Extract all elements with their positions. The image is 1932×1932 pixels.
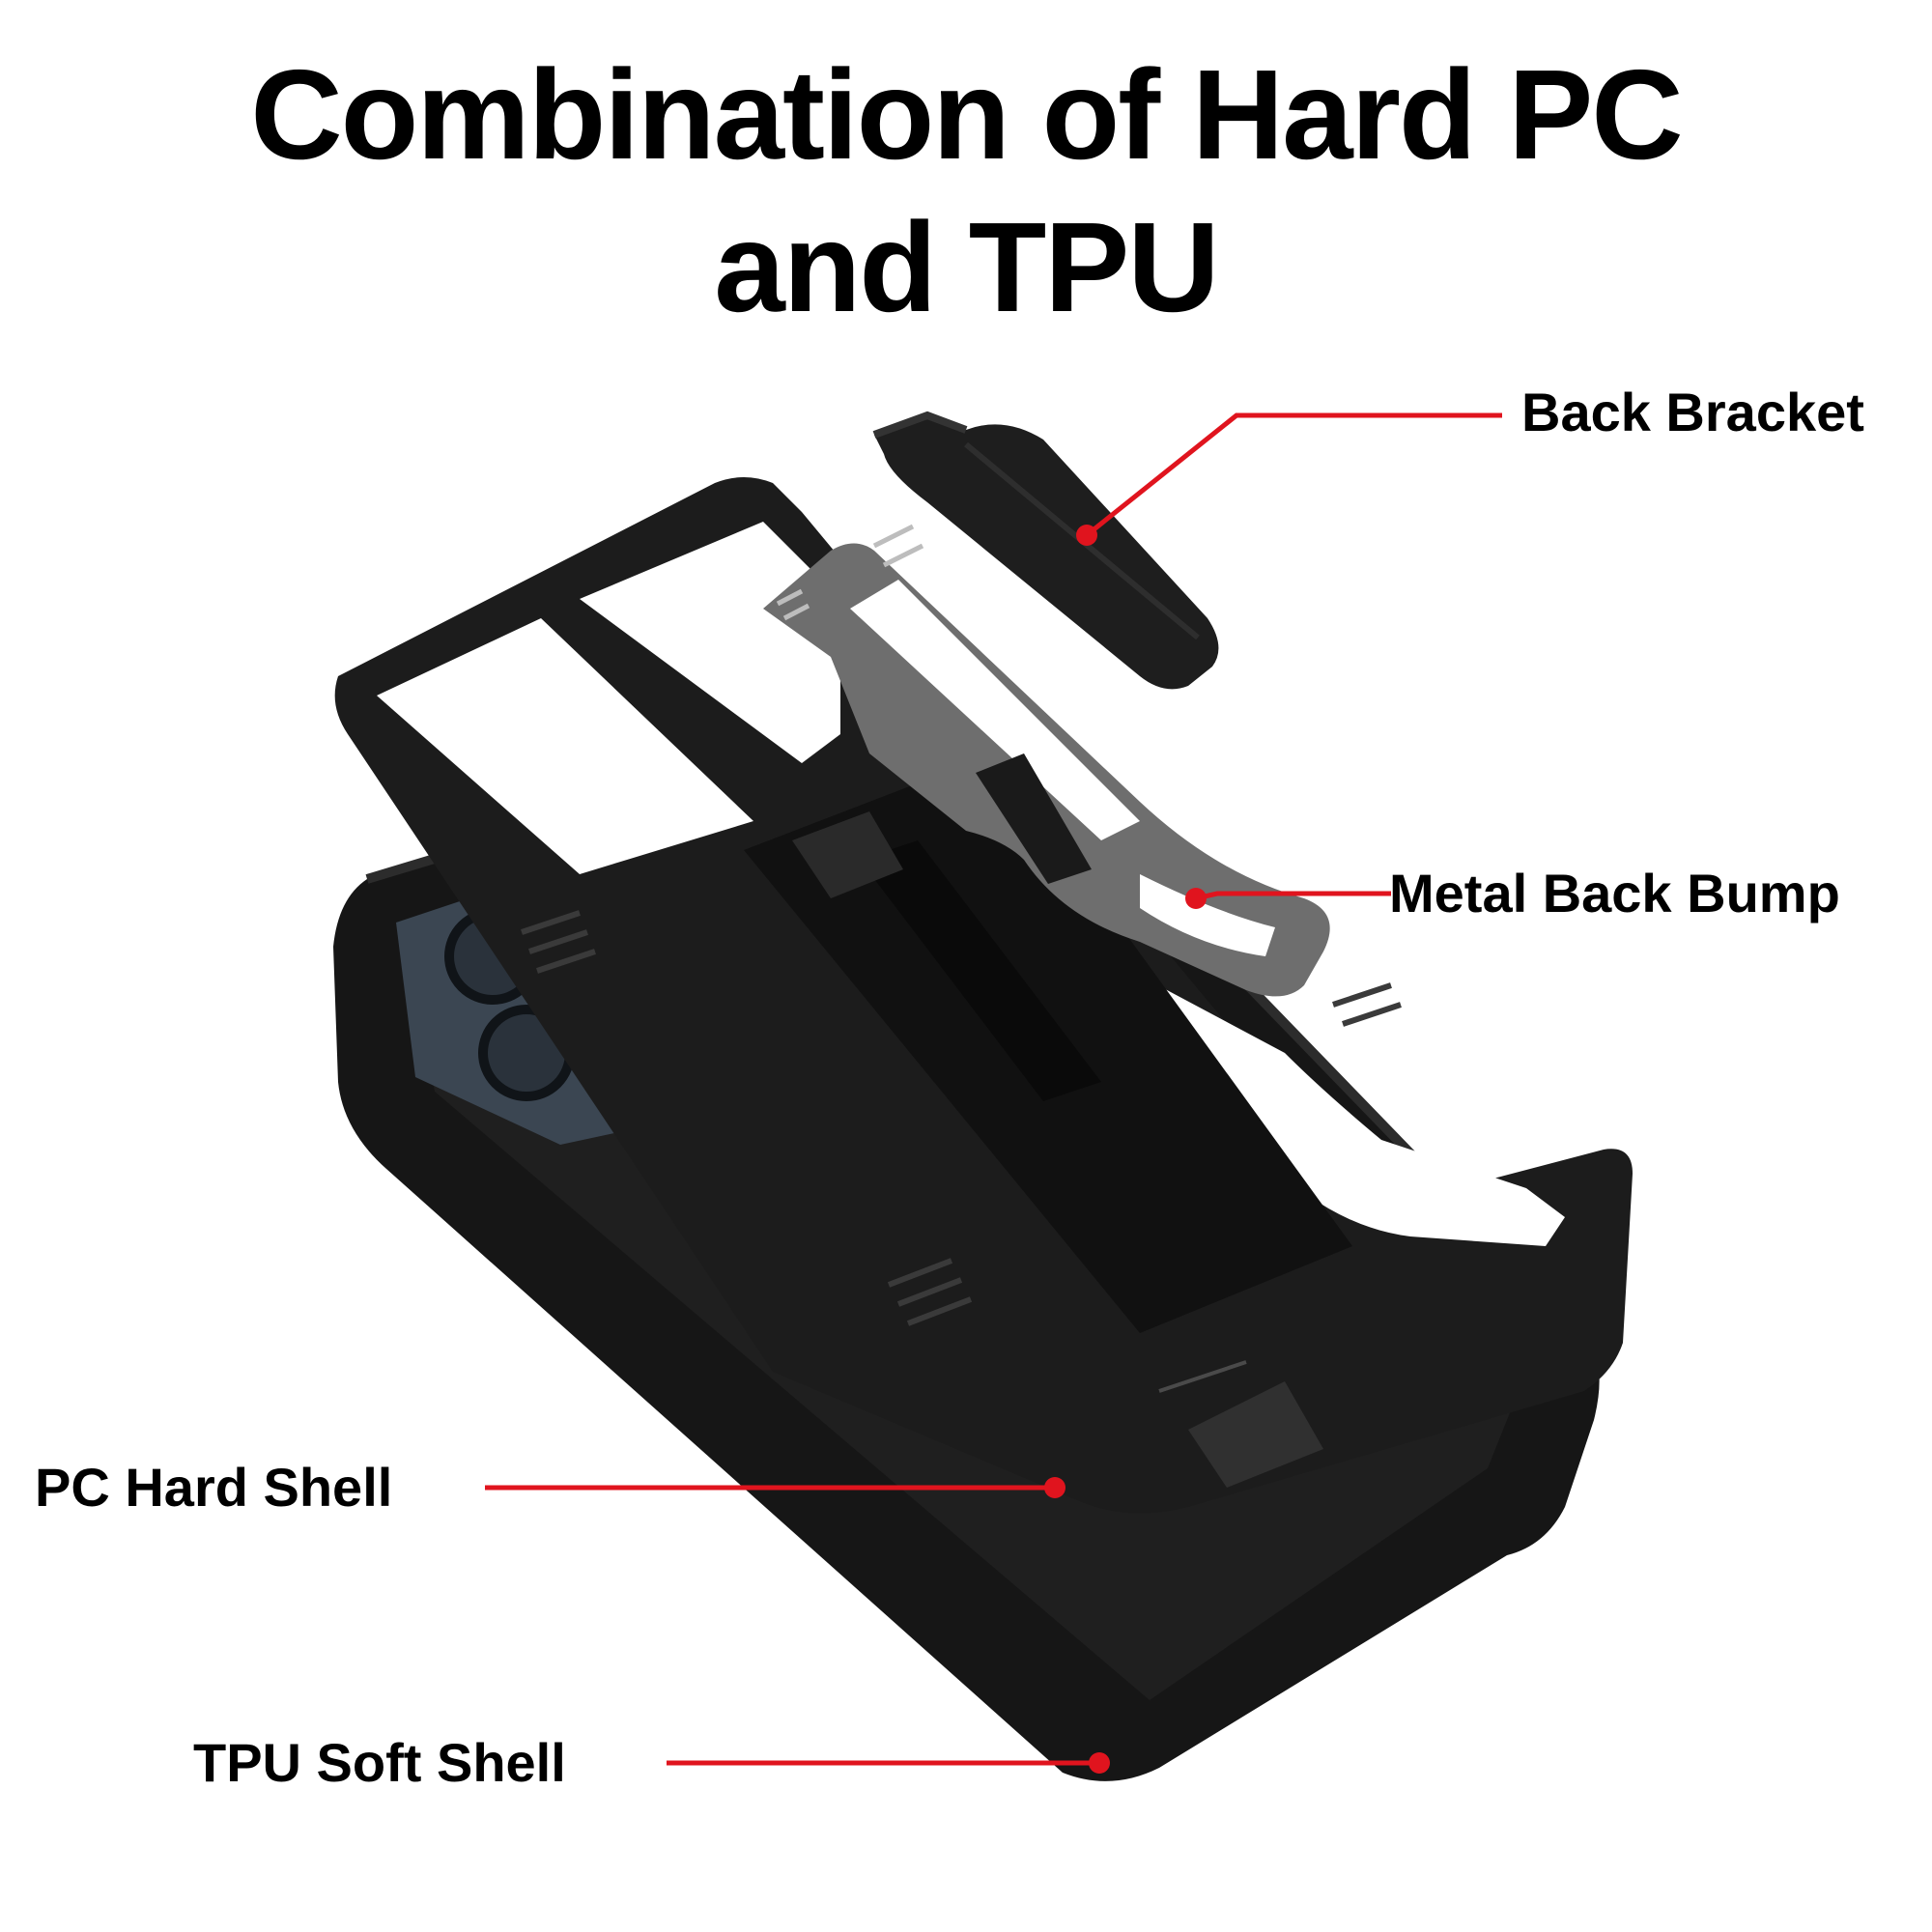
callout-tpu-soft-shell: TPU Soft Shell [193,1732,566,1793]
callout-back-bracket: Back Bracket [1521,382,1864,442]
page-title: Combination of Hard PC and TPU [0,39,1932,344]
callout-leaders [485,412,1502,1774]
title-line-1: Combination of Hard PC [250,43,1683,185]
side-grip-ribs [521,910,1402,1326]
leader-tpu-soft-shell [667,1752,1110,1774]
title-line-2: and TPU [714,196,1219,338]
leader-pc-hard-shell [485,1477,1065,1498]
pc-hard-shell [334,477,1634,1514]
metal-back-bump [763,524,1330,997]
callout-metal-back-bump: Metal Back Bump [1389,863,1840,923]
leader-metal-back-bump [1185,888,1391,909]
leader-back-bracket [1076,412,1502,546]
callout-pc-hard-shell: PC Hard Shell [35,1457,393,1518]
